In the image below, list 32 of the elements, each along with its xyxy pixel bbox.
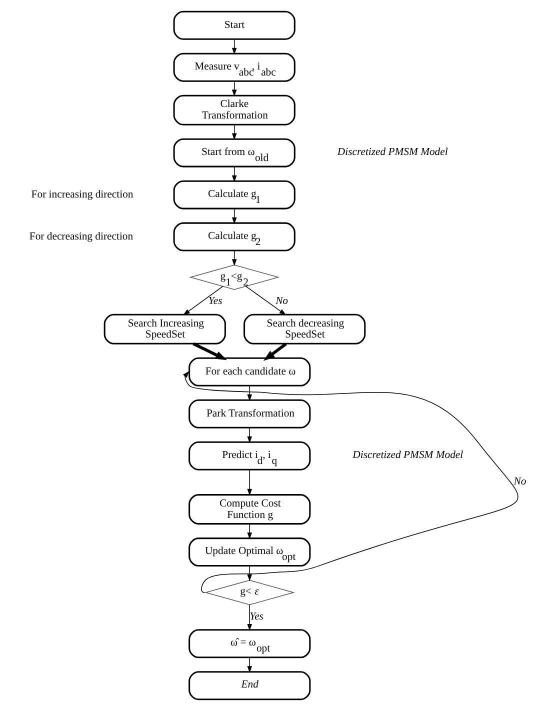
node-label: For decreasing direction: [29, 230, 134, 243]
arrow: [247, 469, 252, 496]
arrow: [183, 286, 224, 316]
arrow: [182, 371, 518, 593]
node-label: Discretized PMSM Model: [337, 146, 448, 158]
arrow: [232, 166, 237, 182]
arrow: [247, 566, 252, 582]
node-label: For increasing direction: [31, 188, 134, 201]
arrow: [263, 342, 287, 361]
arrow: [247, 427, 252, 444]
node-box: Clarke Transformation: [173, 94, 296, 126]
node-box: Compute Cost Function g: [188, 494, 311, 525]
node-box: Start: [173, 10, 296, 40]
arrow: [246, 286, 286, 316]
node-box: Park Transformation: [188, 399, 311, 428]
node-diamond: g< ε: [204, 580, 295, 606]
edge-label: Yes: [250, 610, 264, 622]
arrow: [232, 38, 237, 55]
node-box: Search Increasing SpeedSet: [104, 314, 226, 344]
arrow: [232, 208, 237, 224]
edge-label: No: [276, 295, 288, 308]
arrow: [247, 385, 252, 402]
arrow: [192, 342, 227, 360]
node-box: End: [188, 671, 311, 700]
edge-label: No: [514, 475, 526, 488]
edge-label: Yes: [208, 295, 222, 308]
arrow: [247, 524, 252, 540]
node-box: For each candidate ω: [188, 357, 311, 386]
arrow: [247, 604, 252, 631]
node-label: Discretized PMSM Model: [352, 448, 464, 461]
node-box: Search decreasing SpeedSet: [244, 314, 366, 344]
arrow: [247, 657, 252, 674]
